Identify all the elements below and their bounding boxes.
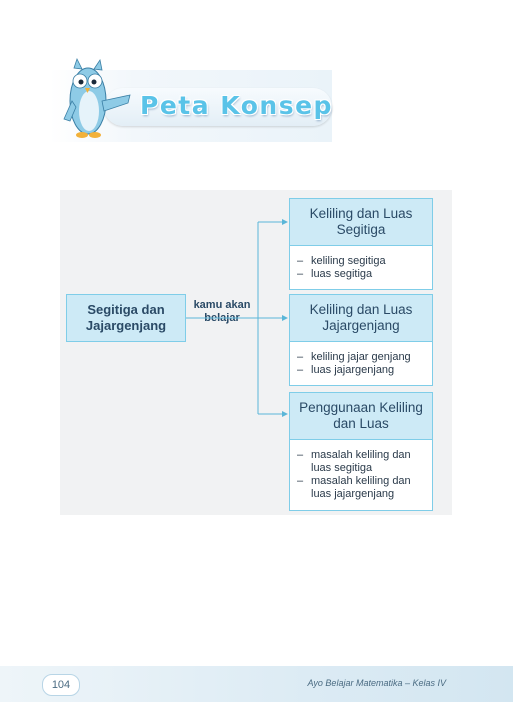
list-item: –keliling jajar genjang [297,351,411,363]
book-title: Ayo Belajar Matematika – Kelas IV [307,678,447,688]
branch-1-list: –keliling segitiga –luas segitiga [297,255,429,281]
owl-mascot-icon [63,57,131,138]
list-item: –masalah keliling dan luas jajargenjang [297,475,411,500]
list-item: –luas segitiga [297,268,373,280]
title-banner [104,88,332,126]
branch-3-list: –masalah keliling dan luas segitiga –mas… [297,449,427,501]
branch-3-title: Penggunaan Keliling dan Luas [289,392,433,440]
list-item: –luas jajargenjang [297,364,395,376]
branch-2-title: Keliling dan Luas Jajargenjang [289,294,433,342]
main-topic-box: Segitiga dan Jajargenjang [66,294,186,342]
footer-band [0,666,513,702]
branch-2-list: –keliling jajar genjang –luas jajargenja… [297,351,429,377]
branch-1-title: Keliling dan Luas Segitiga [289,198,433,246]
list-item: –keliling segitiga [297,255,386,267]
page-title: Peta Konsep [140,91,333,120]
page-number: 104 [42,674,80,696]
list-item: –masalah keliling dan luas segitiga [297,449,411,474]
